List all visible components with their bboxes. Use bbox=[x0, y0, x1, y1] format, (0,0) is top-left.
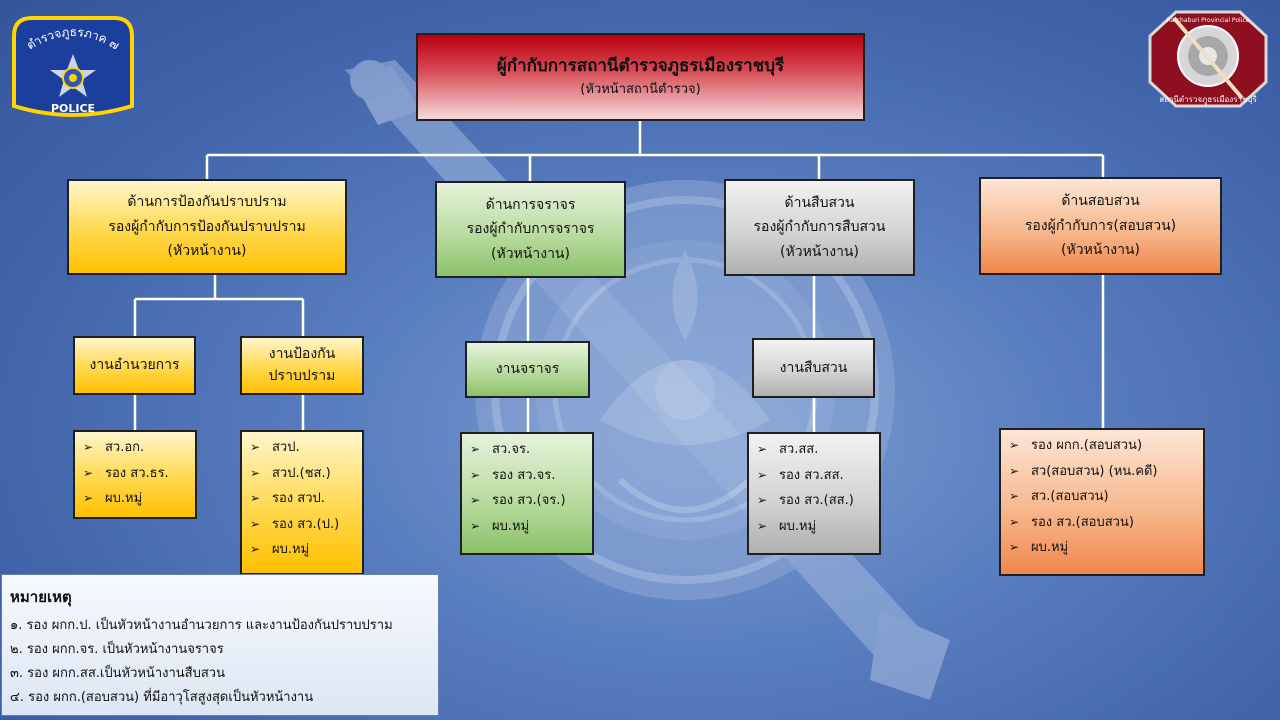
note-item: ๓. รอง ผกก.สส.เป็นหัวหน้างานสืบสวน bbox=[10, 666, 225, 681]
arrow-bullet-icon: ➢ bbox=[83, 440, 94, 454]
list-item: ➢รอง สว.(จร.) bbox=[470, 488, 584, 514]
staff-list-traffic: ➢สว.จร. ➢รอง สว.จร. ➢รอง สว.(จร.) ➢ผบ.หม… bbox=[460, 432, 594, 555]
list-item: ➢รอง สว.(สอบสวน) bbox=[1009, 510, 1195, 536]
arrow-bullet-icon: ➢ bbox=[250, 516, 261, 531]
dept-line: รองผู้กำกับการสืบสวน bbox=[753, 219, 886, 236]
arrow-bullet-icon: ➢ bbox=[83, 465, 94, 480]
notes-panel: หมายเหตุ ๑. รอง ผกก.ป. เป็นหัวหน้างานอำน… bbox=[1, 574, 439, 716]
arrow-bullet-icon: ➢ bbox=[470, 493, 481, 507]
arrow-bullet-icon: ➢ bbox=[757, 442, 768, 456]
top-box-subtitle: (หัวหน้าสถานีตำรวจ) bbox=[580, 82, 701, 98]
dept-investigation-box: ด้านสืบสวน รองผู้กำกับการสืบสวน (หัวหน้า… bbox=[724, 179, 915, 276]
list-item: ➢ผบ.หมู่ bbox=[1009, 535, 1195, 561]
dept-traffic-box: ด้านการจราจร รองผู้กำกับการจราจร (หัวหน้… bbox=[435, 181, 626, 278]
note-item: ๔. รอง ผกก.(สอบสวน) ที่มีอาวุโสสูงสุดเป็… bbox=[10, 690, 314, 705]
arrow-bullet-icon: ➢ bbox=[470, 442, 481, 456]
right-logo-bottom-text: สถานีตำรวจภูธรเมืองราชบุรี bbox=[1159, 95, 1257, 105]
unit-line: งานอำนวยการ bbox=[89, 357, 180, 374]
list-item: ➢รอง สวป. bbox=[250, 486, 354, 512]
unit-line: งานสืบสวน bbox=[779, 359, 848, 376]
list-item: ➢รอง สว.ธร. bbox=[83, 461, 187, 487]
dept-line: ด้านการจราจร bbox=[485, 196, 576, 213]
list-item: ➢รอง สว.จร. bbox=[470, 463, 584, 489]
list-item: ➢รอง สว.(ป.) bbox=[250, 512, 354, 538]
list-item: ➢สวป. bbox=[250, 435, 354, 461]
dept-line: ด้านการป้องกันปราบปราม bbox=[127, 194, 287, 211]
dept-line: (หัวหน้างาน) bbox=[780, 243, 859, 260]
staff-list-crime-prevention: ➢สวป. ➢สวป.(ชส.) ➢รอง สวป. ➢รอง สว.(ป.) … bbox=[240, 430, 364, 575]
arrow-bullet-icon: ➢ bbox=[1009, 514, 1020, 529]
list-item: ➢สว(สอบสวน) (หน.คดี) bbox=[1009, 459, 1195, 485]
station-superintendent-box: ผู้กำกับการสถานีตำรวจภูธรเมืองราชบุรี (ห… bbox=[416, 33, 865, 121]
dept-line: รองผู้กำกับการ(สอบสวน) bbox=[1024, 217, 1177, 234]
left-logo-bottom-text: POLICE bbox=[51, 102, 95, 115]
dept-line: (หัวหน้างาน) bbox=[491, 245, 570, 262]
arrow-bullet-icon: ➢ bbox=[470, 518, 481, 533]
dept-line: รองผู้กำกับการป้องกันปราบปราม bbox=[108, 218, 306, 235]
unit-traffic-box: งานจราจร bbox=[465, 341, 590, 398]
dept-line: ด้านสอบสวน bbox=[1061, 193, 1140, 210]
arrow-bullet-icon: ➢ bbox=[250, 440, 261, 454]
list-item: ➢รอง ผกก.(สอบสวน) bbox=[1009, 433, 1195, 459]
note-item: ๒. รอง ผกก.จร. เป็นหัวหน้างานจราจร bbox=[10, 642, 224, 657]
arrow-bullet-icon: ➢ bbox=[250, 491, 261, 505]
list-item: ➢รอง สว.สส. bbox=[757, 463, 871, 489]
note-item: ๑. รอง ผกก.ป. เป็นหัวหน้างานอำนวยการ และ… bbox=[10, 618, 393, 633]
dept-line: (หัวหน้างาน) bbox=[1061, 242, 1140, 259]
list-item: ➢สว.จร. bbox=[470, 437, 584, 463]
arrow-bullet-icon: ➢ bbox=[1009, 489, 1020, 503]
list-item: ➢รอง สว.(สส.) bbox=[757, 488, 871, 514]
station-emblem-icon: สถานีตำรวจภูธรเมืองราชบุรี Ratchaburi Pr… bbox=[1148, 10, 1268, 108]
arrow-bullet-icon: ➢ bbox=[1009, 438, 1020, 452]
list-item: ➢สว.(สอบสวน) bbox=[1009, 484, 1195, 510]
list-item: ➢สว.อก. bbox=[83, 435, 187, 461]
arrow-bullet-icon: ➢ bbox=[250, 465, 261, 480]
arrow-bullet-icon: ➢ bbox=[83, 491, 94, 505]
dept-line: ด้านสืบสวน bbox=[784, 194, 855, 211]
unit-investigation-box: งานสืบสวน bbox=[752, 338, 875, 398]
unit-administration-box: งานอำนวยการ bbox=[73, 336, 196, 395]
arrow-bullet-icon: ➢ bbox=[1009, 463, 1020, 478]
arrow-bullet-icon: ➢ bbox=[1009, 540, 1020, 554]
dept-line: (หัวหน้างาน) bbox=[167, 243, 247, 260]
staff-list-inquiry: ➢รอง ผกก.(สอบสวน) ➢สว(สอบสวน) (หน.คดี) ➢… bbox=[999, 428, 1205, 576]
right-logo-arc-text: Ratchaburi Provincial Police bbox=[1167, 17, 1250, 24]
dept-inquiry-box: ด้านสอบสวน รองผู้กำกับการ(สอบสวน) (หัวหน… bbox=[979, 177, 1222, 275]
list-item: ➢ผบ.หมู่ bbox=[83, 486, 187, 512]
arrow-bullet-icon: ➢ bbox=[757, 493, 768, 507]
list-item: ➢สวป.(ชส.) bbox=[250, 461, 354, 487]
unit-line: ปราบปราม bbox=[268, 367, 336, 384]
unit-line: งานป้องกัน bbox=[268, 345, 336, 362]
arrow-bullet-icon: ➢ bbox=[470, 467, 481, 482]
staff-list-administration: ➢สว.อก. ➢รอง สว.ธร. ➢ผบ.หมู่ bbox=[73, 430, 197, 519]
notes-title: หมายเหตุ bbox=[10, 588, 72, 606]
dept-prevention-box: ด้านการป้องกันปราบปราม รองผู้กำกับการป้อ… bbox=[67, 179, 347, 275]
region-police-badge-icon: ตำรวจภูธรภาค ๗ POLICE bbox=[12, 16, 134, 117]
arrow-bullet-icon: ➢ bbox=[757, 467, 768, 482]
dept-line: รองผู้กำกับการจราจร bbox=[466, 221, 595, 238]
list-item: ➢ผบ.หมู่ bbox=[470, 514, 584, 540]
staff-list-investigation: ➢สว.สส. ➢รอง สว.สส. ➢รอง สว.(สส.) ➢ผบ.หม… bbox=[747, 432, 881, 555]
unit-line: งานจราจร bbox=[495, 361, 560, 378]
list-item: ➢สว.สส. bbox=[757, 437, 871, 463]
unit-crime-prevention-box: งานป้องกัน ปราบปราม bbox=[240, 336, 364, 395]
list-item: ➢ผบ.หมู่ bbox=[757, 514, 871, 540]
list-item: ➢ผบ.หมู่ bbox=[250, 537, 354, 563]
arrow-bullet-icon: ➢ bbox=[250, 542, 261, 556]
arrow-bullet-icon: ➢ bbox=[757, 518, 768, 533]
top-box-title: ผู้กำกับการสถานีตำรวจภูธรเมืองราชบุรี bbox=[496, 56, 785, 76]
